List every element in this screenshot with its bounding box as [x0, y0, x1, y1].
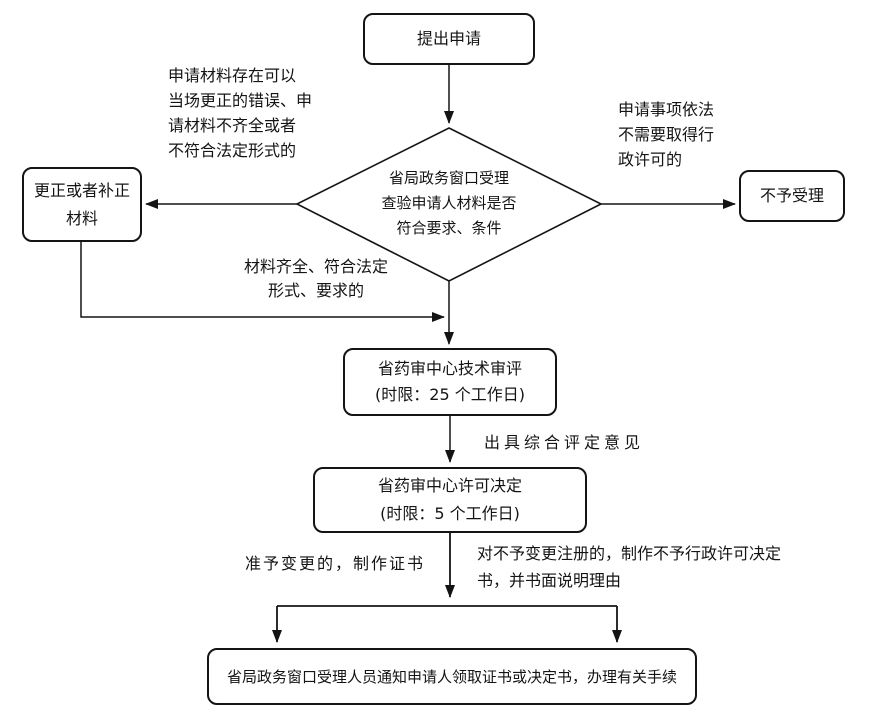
node-final-notice: 省局政务窗口受理人员通知申请人领取证书或决定书，办理有关手续 [207, 648, 697, 705]
materials-complete-line-1: 材料齐全、符合法定 [243, 257, 388, 276]
no-license-line-3: 政许可的 [618, 150, 683, 169]
annotation-deny-change: 对不予变更注册的，制作不予行政许可决定 书，并书面说明理由 [477, 540, 781, 594]
no-license-line-1: 申请事项依法 [618, 100, 715, 119]
annotation-no-license-needed: 申请事项依法 不需要取得行 政许可的 [618, 97, 714, 172]
node-correct-materials: 更正或者补正 材料 [22, 167, 142, 242]
annotation-correctable-error: 申请材料存在可以 当场更正的错误、申 请材料不齐全或者 不符合法定形式的 [168, 63, 312, 163]
correct-line-2: 材料 [65, 208, 98, 228]
deny-change-line-2: 书，并书面说明理由 [477, 571, 622, 590]
decision-line-1: 省局政务窗口受理 [388, 169, 509, 187]
node-reject: 不予受理 [739, 170, 845, 222]
annotation-approve-change: 准予变更的，制作证书 [245, 551, 425, 576]
correctable-error-line-2: 当场更正的错误、申 [168, 91, 313, 110]
tech-review-line-1: 省药审中心技术审评 [377, 359, 522, 378]
node-license-decision: 省药审中心许可决定 (时限：5 个工作日) [313, 467, 587, 533]
correctable-error-line-3: 请材料不齐全或者 [168, 116, 297, 135]
annotation-materials-complete: 材料齐全、符合法定 形式、要求的 [228, 255, 404, 303]
node-tech-review: 省药审中心技术审评 (时限：25 个工作日) [343, 348, 557, 416]
connector-correct-to-main-line [80, 242, 445, 322]
annotation-evaluation-opinion: 出具综合评定意见 [484, 430, 644, 455]
node-decision-label: 省局政务窗口受理 查验申请人材料是否 符合要求、条件 [329, 166, 569, 241]
materials-complete-line-2: 形式、要求的 [267, 281, 364, 300]
node-start-label: 提出申请 [416, 29, 481, 48]
evaluation-opinion-label: 出具综合评定意见 [484, 433, 645, 452]
node-reject-label: 不予受理 [759, 186, 824, 205]
node-final-label: 省局政务窗口受理人员通知申请人领取证书或决定书，办理有关手续 [226, 667, 677, 686]
correctable-error-line-1: 申请材料存在可以 [168, 66, 297, 85]
node-start: 提出申请 [363, 13, 535, 65]
deny-change-line-1: 对不予变更注册的，制作不予行政许可决定 [477, 544, 782, 563]
license-decision-line-1: 省药审中心许可决定 [377, 476, 522, 495]
tech-review-line-2: (时限：25 个工作日) [375, 385, 525, 404]
license-decision-line-2: (时限：5 个工作日) [380, 504, 520, 523]
correctable-error-line-4: 不符合法定形式的 [168, 141, 297, 160]
approve-change-label: 准予变更的，制作证书 [245, 554, 426, 573]
correct-line-1: 更正或者补正 [33, 180, 130, 200]
no-license-line-2: 不需要取得行 [618, 125, 715, 144]
decision-line-3: 符合要求、条件 [396, 219, 502, 237]
decision-line-2: 查验申请人材料是否 [381, 194, 517, 212]
